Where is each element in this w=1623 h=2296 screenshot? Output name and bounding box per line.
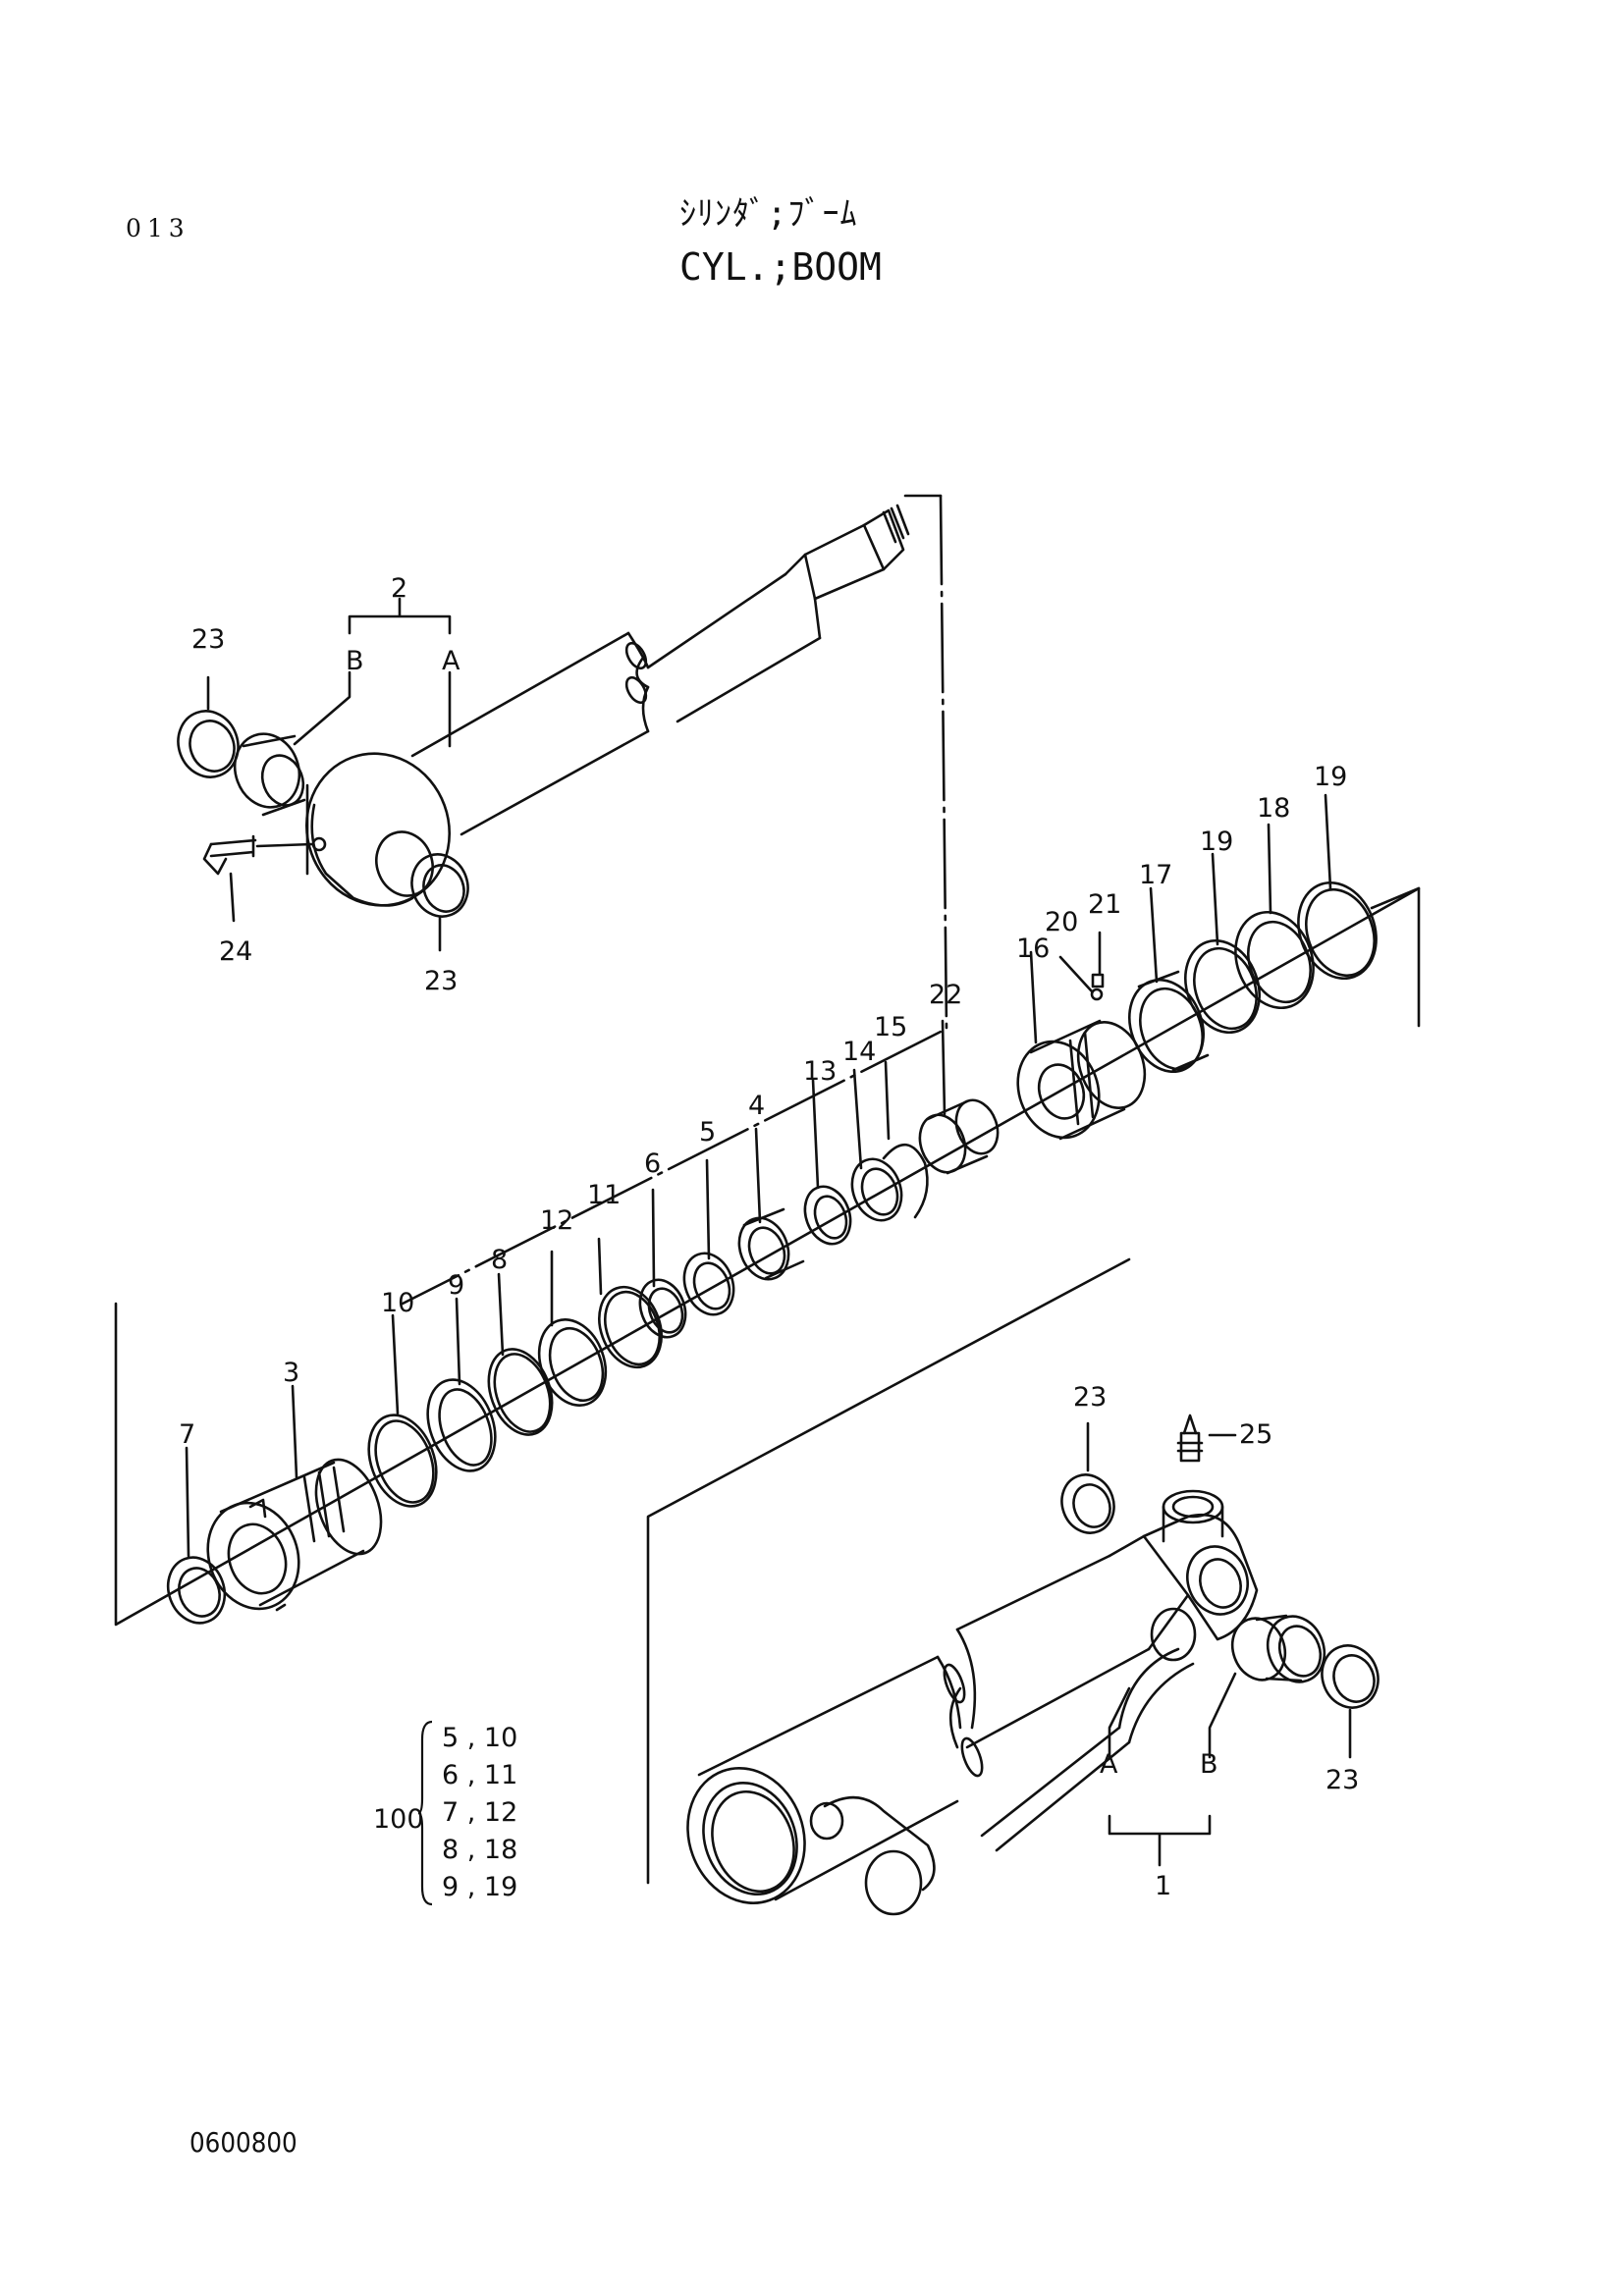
callout-labels: 2 B A 23 24 23 7 3 10 9 8 12 11 6 5 4 13…: [179, 573, 1359, 1901]
callout-1-a: A: [1100, 1749, 1118, 1780]
seal-kit-pair: 8 , 18: [442, 1835, 518, 1865]
callout-24: 24: [219, 936, 252, 967]
callout-19-b: 19: [1314, 762, 1347, 792]
callout-20: 20: [1045, 907, 1078, 937]
seal-kit-pair: 6 , 11: [442, 1760, 518, 1790]
callout-2: 2: [391, 573, 407, 604]
callout-10: 10: [381, 1288, 414, 1318]
callout-23-c: 23: [1073, 1382, 1107, 1413]
seal-kit-pair: 9 , 19: [442, 1872, 518, 1902]
callout-17: 17: [1139, 860, 1172, 890]
callout-15: 15: [874, 1012, 907, 1042]
rod-assembly: [177, 494, 948, 1306]
tube-assembly: [646, 1257, 1380, 1916]
callout-1-b: B: [1200, 1749, 1218, 1780]
callout-14: 14: [842, 1037, 876, 1067]
seal-kit-pair: 7 , 12: [442, 1797, 518, 1828]
page-number: 013: [126, 214, 190, 242]
title-japanese: ｼﾘﾝﾀﾞ;ﾌﾞｰﾑ: [679, 194, 858, 234]
callout-21: 21: [1088, 889, 1121, 920]
seal-kit-pairs: 5 , 10 6 , 11 7 , 12 8 , 18 9 , 19: [442, 1720, 517, 1906]
seal-kit-code: 100: [373, 1804, 424, 1835]
callout-22: 22: [929, 980, 962, 1010]
callout-4: 4: [748, 1091, 765, 1121]
callout-6: 6: [644, 1148, 661, 1179]
seal-kit-brace: [418, 1720, 433, 1906]
callout-5: 5: [699, 1117, 716, 1148]
callout-23-a: 23: [191, 624, 225, 655]
callout-16: 16: [1016, 934, 1050, 964]
callout-13: 13: [803, 1056, 837, 1087]
callout-7: 7: [179, 1419, 195, 1450]
callout-23-d: 23: [1325, 1765, 1359, 1795]
seal-kit-pair: 5 , 10: [442, 1723, 518, 1753]
callout-8: 8: [491, 1245, 508, 1275]
callout-1: 1: [1155, 1871, 1171, 1901]
callout-19-a: 19: [1200, 827, 1233, 857]
title-english: CYL.;BOOM: [679, 245, 882, 289]
callout-25: 25: [1239, 1419, 1272, 1450]
callout-3: 3: [283, 1358, 299, 1388]
callout-2-a: A: [442, 646, 460, 676]
callout-2-b: B: [346, 646, 364, 676]
drawing-number: 0600800: [189, 2126, 298, 2159]
callout-9: 9: [448, 1270, 464, 1301]
callout-23-b: 23: [424, 966, 458, 996]
callout-12: 12: [540, 1205, 573, 1236]
callout-11: 11: [587, 1180, 621, 1210]
callout-18: 18: [1257, 793, 1290, 824]
seals-panel: [114, 793, 1421, 1627]
